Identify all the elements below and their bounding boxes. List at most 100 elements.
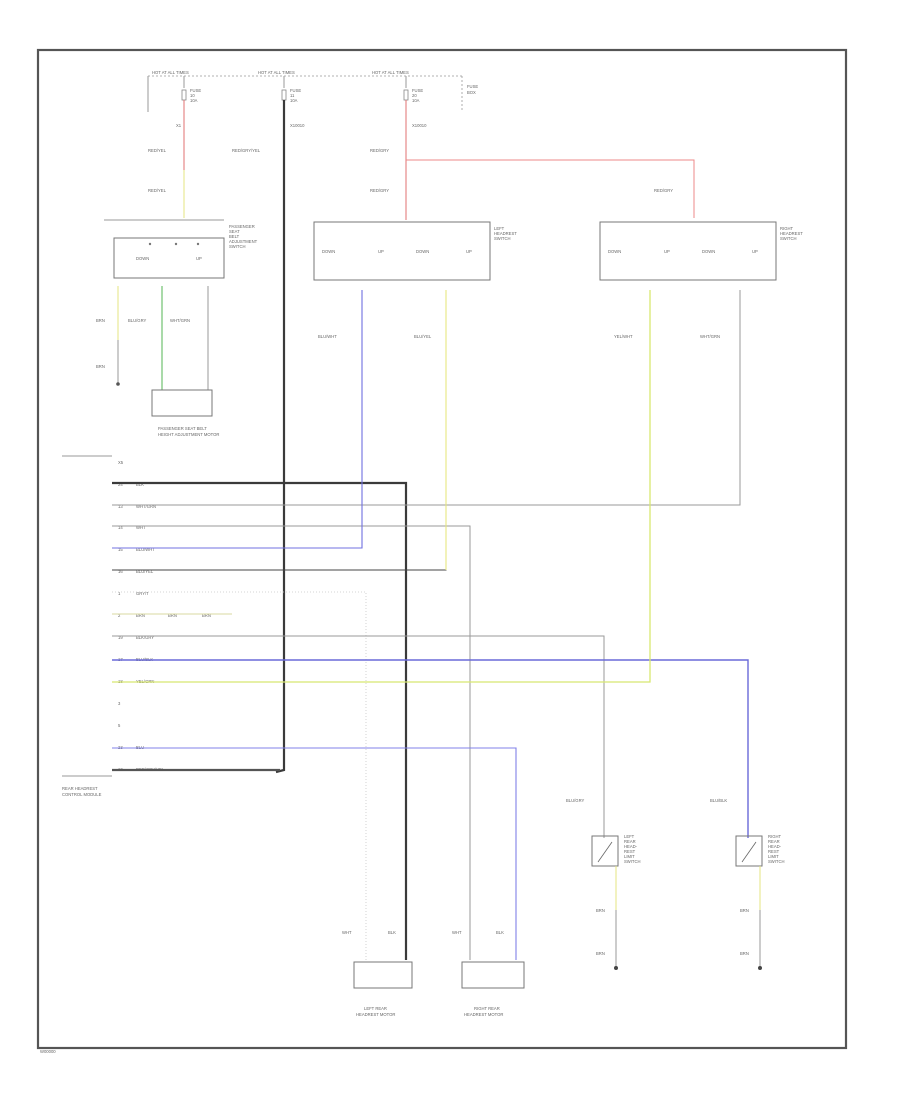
svg-text:RED/GRY: RED/GRY bbox=[370, 188, 389, 193]
svg-text:RED/GRY: RED/GRY bbox=[370, 148, 389, 153]
svg-text:SWITCH: SWITCH bbox=[780, 236, 797, 241]
svg-text:1: 1 bbox=[118, 591, 121, 596]
svg-text:RIGHT: RIGHT bbox=[768, 834, 781, 839]
left-headrest-switch: LEFT HEADREST SWITCH DOWN UP DOWN UP bbox=[313, 221, 517, 281]
svg-text:CONTROL MODULE: CONTROL MODULE bbox=[62, 792, 102, 797]
left-limit-switch: BLU/GRY LEFT REAR HEAD- REST LIMIT SWITC… bbox=[566, 798, 641, 970]
right-headrest-switch: RIGHT HEADREST SWITCH DOWN UP DOWN UP bbox=[599, 221, 803, 281]
svg-text:DOWN: DOWN bbox=[136, 256, 149, 261]
svg-text:FUSE: FUSE bbox=[190, 88, 201, 93]
svg-text:REST: REST bbox=[624, 849, 636, 854]
svg-text:BRN: BRN bbox=[596, 908, 605, 913]
fuse-bar-label-2: HOT AT ALL TIMES bbox=[258, 70, 295, 75]
svg-text:BOX: BOX bbox=[467, 90, 476, 95]
svg-text:19: 19 bbox=[118, 635, 123, 640]
left-rear-headrest-motor: WHT BLK LEFT REAR HEADREST MOTOR bbox=[342, 930, 413, 1017]
svg-text:RIGHT: RIGHT bbox=[780, 226, 793, 231]
passenger-seat-belt-switch: PASSENGER SEAT BELT ADJUSTMENT SWITCH DO… bbox=[104, 219, 258, 279]
svg-text:GRY/T: GRY/T bbox=[136, 591, 149, 596]
svg-text:BRN: BRN bbox=[136, 613, 145, 618]
svg-text:X5: X5 bbox=[118, 460, 124, 465]
svg-text:10A: 10A bbox=[412, 98, 420, 103]
svg-text:13: 13 bbox=[118, 504, 123, 509]
svg-text:PASSENGER SEAT BELT: PASSENGER SEAT BELT bbox=[158, 426, 207, 431]
svg-text:UP: UP bbox=[196, 256, 202, 261]
svg-text:11: 11 bbox=[290, 93, 295, 98]
power-feed-wires: RED/YEL RED/YEL RED/GRY/YEL RED/GRY RED/… bbox=[148, 100, 695, 774]
svg-text:SEAT: SEAT bbox=[229, 229, 240, 234]
svg-text:BRN: BRN bbox=[96, 364, 105, 369]
svg-text:RED/GRY/YEL: RED/GRY/YEL bbox=[232, 148, 261, 153]
fuse-bar-label-3: HOT AT ALL TIMES bbox=[372, 70, 409, 75]
svg-text:WHT/GRN: WHT/GRN bbox=[136, 504, 156, 509]
svg-text:SWITCH: SWITCH bbox=[229, 244, 246, 249]
svg-text:BLU/BLK: BLU/BLK bbox=[710, 798, 727, 803]
wire-label-red-yel-1: RED/YEL bbox=[148, 148, 167, 153]
svg-text:UP: UP bbox=[378, 249, 384, 254]
svg-text:HEADREST: HEADREST bbox=[780, 231, 803, 236]
rear-headrest-control-module: X5 REAR HEADREST CONTROL MODULE bbox=[62, 455, 124, 797]
svg-text:X10010: X10010 bbox=[412, 123, 427, 128]
svg-text:BRN: BRN bbox=[596, 951, 605, 956]
passenger-seat-belt-motor bbox=[151, 389, 213, 417]
svg-text:BLU/YEL: BLU/YEL bbox=[136, 569, 154, 574]
svg-text:PASSENGER: PASSENGER bbox=[229, 224, 255, 229]
svg-text:24: 24 bbox=[118, 482, 123, 487]
svg-text:BRN: BRN bbox=[96, 318, 105, 323]
svg-text:UP: UP bbox=[664, 249, 670, 254]
svg-text:BLU/GRY: BLU/GRY bbox=[566, 798, 585, 803]
page-id: W00000 bbox=[40, 1049, 56, 1054]
svg-text:LIMIT: LIMIT bbox=[768, 854, 779, 859]
svg-text:WHT/GRN: WHT/GRN bbox=[170, 318, 190, 323]
svg-text:DOWN: DOWN bbox=[702, 249, 715, 254]
svg-text:DOWN: DOWN bbox=[608, 249, 621, 254]
svg-text:BRN: BRN bbox=[740, 908, 749, 913]
svg-text:3: 3 bbox=[118, 701, 121, 706]
svg-text:UP: UP bbox=[752, 249, 758, 254]
svg-text:WHT: WHT bbox=[136, 525, 146, 530]
svg-text:HEADREST MOTOR: HEADREST MOTOR bbox=[464, 1012, 503, 1017]
svg-text:REST: REST bbox=[768, 849, 780, 854]
passenger-switch-outputs: BRN BRN BLU/GRY WHT/GRN PASSENGER SEAT B… bbox=[96, 286, 219, 437]
fuse-box-label: FUSE bbox=[467, 84, 478, 89]
diagram-border bbox=[36, 48, 848, 1050]
svg-text:BRN: BRN bbox=[740, 951, 749, 956]
svg-text:16: 16 bbox=[118, 569, 123, 574]
svg-text:REAR: REAR bbox=[768, 839, 780, 844]
svg-text:FUSE: FUSE bbox=[412, 88, 423, 93]
svg-text:LEFT: LEFT bbox=[624, 834, 635, 839]
svg-text:RED/GRY: RED/GRY bbox=[654, 188, 673, 193]
fuse-20: FUSE 20 10A X10010 bbox=[403, 76, 427, 128]
svg-text:SWITCH: SWITCH bbox=[494, 236, 511, 241]
svg-text:LIMIT: LIMIT bbox=[624, 854, 635, 859]
svg-text:5: 5 bbox=[118, 723, 121, 728]
fuse-box: HOT AT ALL TIMES HOT AT ALL TIMES HOT AT… bbox=[147, 70, 478, 128]
svg-text:15: 15 bbox=[118, 547, 123, 552]
svg-text:BRN: BRN bbox=[202, 613, 211, 618]
fuse-11: FUSE 11 10A X10010 bbox=[281, 76, 305, 128]
svg-text:SWITCH: SWITCH bbox=[768, 859, 785, 864]
module-wires bbox=[112, 290, 749, 960]
fuse-10: FUSE 10 10A X1 bbox=[176, 76, 201, 128]
svg-text:WHT: WHT bbox=[342, 930, 352, 935]
svg-text:ADJUSTMENT: ADJUSTMENT bbox=[229, 239, 258, 244]
svg-text:HEADREST: HEADREST bbox=[494, 231, 517, 236]
svg-text:10A: 10A bbox=[290, 98, 298, 103]
svg-text:LEFT: LEFT bbox=[494, 226, 505, 231]
svg-text:WHT: WHT bbox=[452, 930, 462, 935]
svg-text:BLK: BLK bbox=[388, 930, 396, 935]
svg-text:DOWN: DOWN bbox=[416, 249, 429, 254]
svg-text:HEAD-: HEAD- bbox=[768, 844, 782, 849]
svg-text:BLU/YEL: BLU/YEL bbox=[414, 334, 432, 339]
svg-text:20: 20 bbox=[412, 93, 417, 98]
svg-text:BLK: BLK bbox=[136, 482, 144, 487]
svg-text:2: 2 bbox=[118, 613, 121, 618]
svg-text:HEADREST MOTOR: HEADREST MOTOR bbox=[356, 1012, 395, 1017]
svg-text:BLU/WHT: BLU/WHT bbox=[318, 334, 337, 339]
svg-text:BELT: BELT bbox=[229, 234, 240, 239]
wire-label-red-yel-2: RED/YEL bbox=[148, 188, 167, 193]
svg-text:SWITCH: SWITCH bbox=[624, 859, 641, 864]
svg-text:WHT/GRN: WHT/GRN bbox=[700, 334, 720, 339]
svg-text:14: 14 bbox=[118, 525, 123, 530]
